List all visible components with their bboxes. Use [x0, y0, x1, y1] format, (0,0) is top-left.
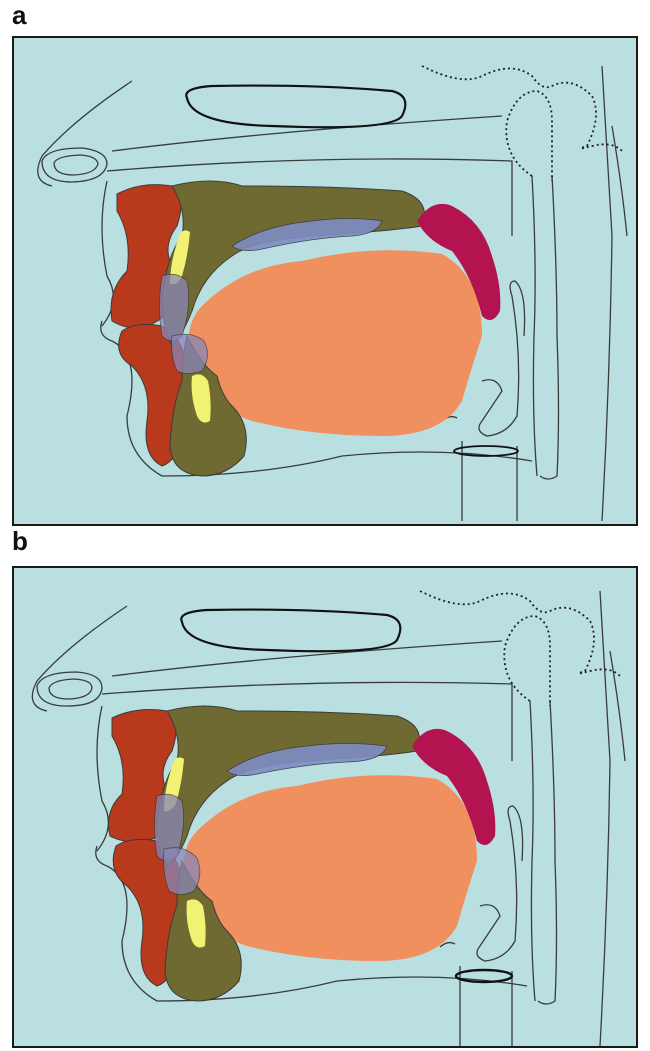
tongue-tip-overlay-lower [172, 334, 208, 373]
panel-b-diagram [12, 566, 638, 1048]
vocal-tract-diagram-b [12, 566, 638, 1048]
vocal-tract-diagram-a [12, 36, 638, 526]
panel-a-label: a [12, 2, 26, 28]
panel-b-label: b [12, 528, 28, 554]
panel-a-diagram [12, 36, 638, 526]
